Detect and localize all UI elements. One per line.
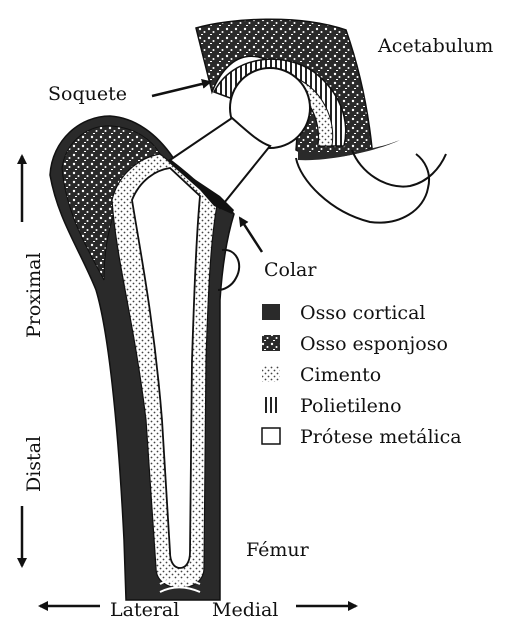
colar-label: Colar [264, 259, 317, 281]
ilium-outline [296, 154, 429, 223]
legend-label-polietileno: Polietileno [300, 395, 402, 417]
legend-label-protese: Prótese metálica [300, 426, 462, 448]
legend-swatch-polietileno [262, 397, 280, 413]
distal-label: Distal [23, 436, 45, 492]
ilium-inner-outline [352, 150, 446, 187]
legend-label-cortical: Osso cortical [300, 302, 425, 324]
legend-swatch-protese [262, 428, 280, 444]
medial-label: Medial [212, 599, 278, 621]
lateral-label: Lateral [110, 599, 179, 621]
acetabulum-label: Acetabulum [377, 35, 493, 57]
proximal-label: Proximal [23, 252, 45, 338]
legend: Osso cortical Osso esponjoso Cimento Pol… [262, 302, 462, 448]
soquete-label: Soquete [48, 83, 127, 105]
legend-swatch-esponjoso [262, 335, 280, 351]
femur-label: Fémur [246, 539, 310, 561]
legend-label-esponjoso: Osso esponjoso [300, 333, 448, 355]
soquete-arrow [152, 82, 210, 96]
colar-arrow [240, 218, 262, 252]
legend-swatch-cortical [262, 304, 280, 320]
legend-label-cimento: Cimento [300, 364, 381, 386]
legend-swatch-cimento [262, 366, 280, 382]
